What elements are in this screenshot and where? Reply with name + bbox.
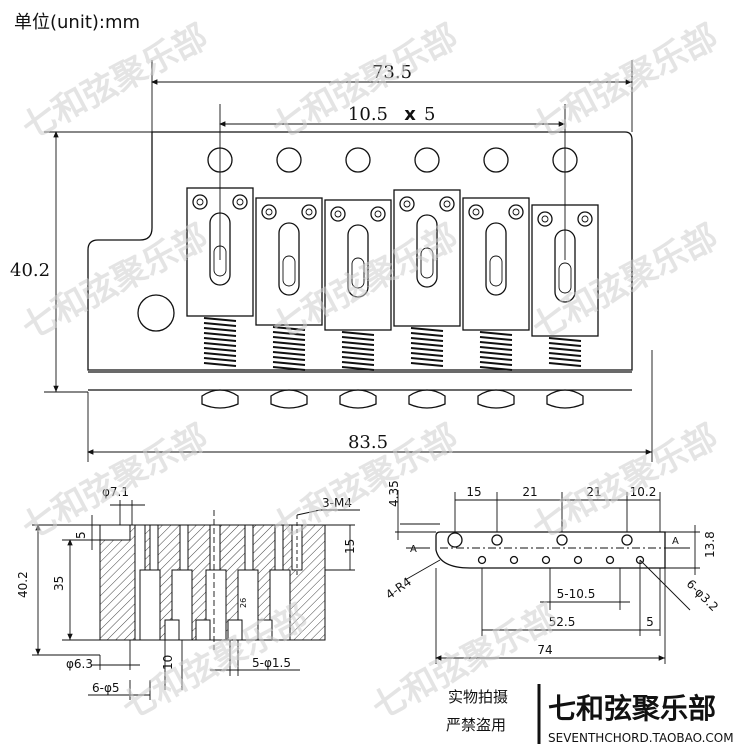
units-label: 单位(unit):mm	[14, 12, 140, 33]
string-hole	[414, 147, 440, 173]
watermark-text: 七和弦聚乐部	[15, 217, 214, 348]
dim-plate-6-phi3-2: 6-φ3.2	[684, 577, 721, 614]
dim-spacing-mult: x	[404, 104, 416, 125]
spring	[479, 331, 513, 371]
dim-spacing-count: 5	[424, 104, 435, 125]
screw	[201, 389, 239, 409]
dim-plate-4-r4: 4-R4	[383, 575, 414, 602]
mount-hole	[137, 294, 175, 332]
dim-height: 40.2	[10, 260, 50, 281]
dim-6-phi5: 6-φ5	[92, 681, 120, 695]
spring	[410, 327, 444, 367]
footer-brand: 七和弦聚乐部	[548, 692, 716, 725]
dim-plate-4-35: 4.35	[387, 480, 401, 507]
dim-top-width: 73.5	[372, 62, 412, 83]
string-hole	[483, 147, 509, 173]
dim-5: 5	[74, 531, 88, 539]
screw	[408, 389, 446, 409]
watermark-text: 七和弦聚乐部	[365, 597, 564, 728]
footer-line1: 实物拍摄	[448, 688, 508, 706]
plate-hole	[477, 555, 487, 565]
dim-bottom-width: 83.5	[348, 432, 388, 453]
saddle	[393, 189, 461, 327]
dim-35: 35	[52, 576, 66, 591]
dim-15: 15	[343, 539, 357, 554]
bridge-top-view: 73.5 10.5 x 5 40.2 83.5	[10, 60, 653, 462]
dim-plate-10-2: 10.2	[630, 485, 657, 499]
dim-10: 10	[161, 655, 175, 670]
watermark-text: 七和弦聚乐部	[265, 217, 464, 348]
saddle	[255, 197, 323, 326]
section-a-left: A	[410, 544, 417, 555]
section-a-right: A	[672, 536, 679, 547]
dim-plate-74: 74	[537, 643, 552, 657]
dim-40-2: 40.2	[16, 571, 30, 598]
dim-plate-5-10-5: 5-10.5	[557, 587, 596, 601]
dim-plate-15: 15	[466, 485, 481, 499]
saddle	[324, 199, 392, 331]
dim-plate-5: 5	[646, 615, 654, 629]
dim-plate-13-8: 13.8	[703, 531, 717, 558]
spring	[203, 317, 237, 367]
block-section-view: φ7.1 3-M4 5 35 40.2 15 26 φ6.3	[16, 485, 360, 700]
footer-url: SEVENTHCHORD.TAOBAO.COM	[548, 731, 734, 745]
dim-plate-21a: 21	[522, 485, 537, 499]
footer-line2: 严禁盗用	[446, 716, 506, 734]
plate-hole	[541, 555, 551, 565]
spring	[272, 326, 306, 371]
plate-hole	[605, 555, 615, 565]
string-hole	[276, 147, 302, 173]
dim-spacing: 10.5	[348, 104, 388, 125]
screw	[270, 389, 308, 409]
screw	[339, 389, 377, 409]
dim-hole-dia: φ7.1	[102, 485, 129, 499]
dim-plate-52-5: 52.5	[549, 615, 576, 629]
dim-26: 26	[239, 598, 248, 608]
string-hole	[345, 147, 371, 173]
plate-hole	[573, 555, 583, 565]
spring	[341, 331, 375, 371]
spring	[548, 337, 582, 367]
footer: 实物拍摄 严禁盗用 七和弦聚乐部 SEVENTHCHORD.TAOBAO.COM	[446, 684, 734, 745]
saddle	[462, 197, 530, 331]
screw	[477, 389, 515, 409]
dim-phi6-3: φ6.3	[66, 657, 93, 671]
plate-view: 15 21 21 10.2 4.35 A A 13.8 4-R4 5-10.5 …	[383, 480, 721, 664]
dim-thread: 3-M4	[322, 496, 352, 510]
screw	[546, 389, 584, 409]
plate-hole	[509, 555, 519, 565]
dim-plate-21b: 21	[586, 485, 601, 499]
watermark-text: 七和弦聚乐部	[525, 417, 724, 548]
dim-5-phi1-5: 5-φ1.5	[252, 656, 291, 670]
